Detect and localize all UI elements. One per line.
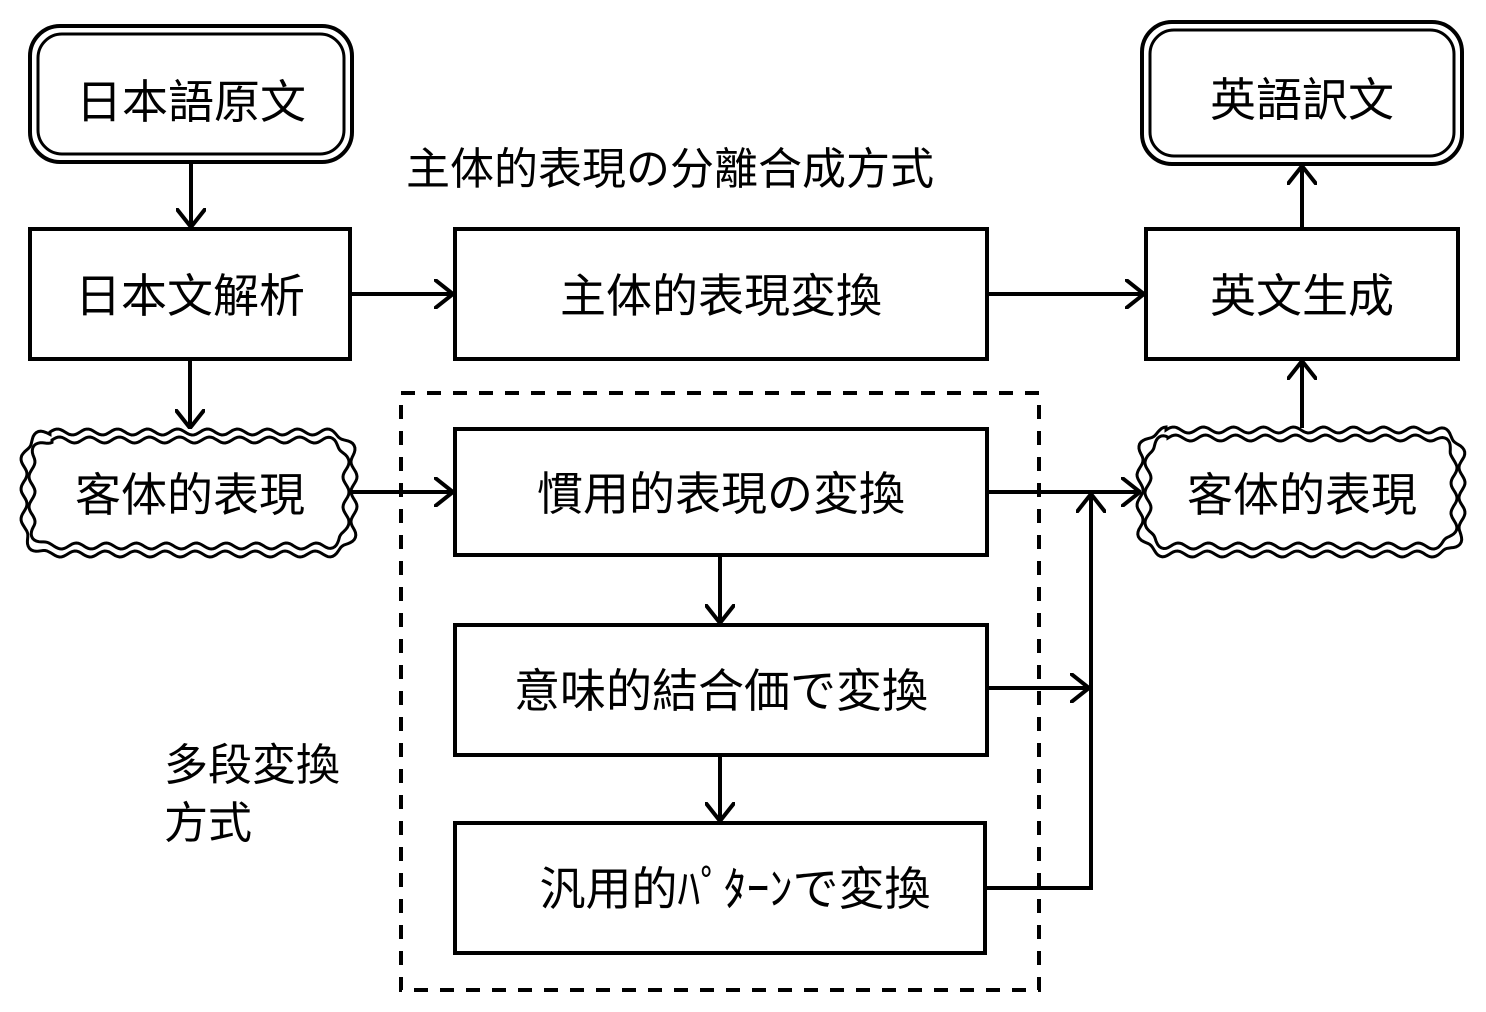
node-semantic-conversion: 意味的結合価で変換 — [453, 623, 989, 757]
diagram-title: 主体的表現の分離合成方式 — [406, 144, 934, 195]
node-analysis: 日本文解析 — [28, 227, 352, 361]
node-semantic-conversion-label: 意味的結合価で変換 — [514, 664, 928, 718]
node-subjective-conversion: 主体的表現変換 — [453, 227, 989, 361]
node-pattern-conversion-label: 汎用的ﾊﾟﾀｰﾝで変換 — [540, 862, 931, 916]
multi-stage-group-box — [399, 391, 1041, 992]
node-target: 英語訳文 — [1140, 20, 1464, 166]
node-idiom-conversion-label: 慣用的表現の変換 — [537, 467, 905, 521]
group-label-line2: 方式 — [164, 798, 252, 849]
node-source: 日本語原文 — [28, 24, 354, 164]
node-generation: 英文生成 — [1144, 227, 1460, 361]
node-objective-in: 客体的表現 — [19, 427, 359, 559]
node-analysis-label: 日本文解析 — [75, 269, 305, 323]
edge-pattern-to-merge — [985, 494, 1091, 890]
node-objective-out: 客体的表現 — [1135, 425, 1467, 559]
node-pattern-conversion: 汎用的ﾊﾟﾀｰﾝで変換 — [453, 821, 987, 955]
node-idiom-conversion: 慣用的表現の変換 — [453, 427, 989, 557]
node-subjective-conversion-label: 主体的表現変換 — [560, 269, 882, 323]
node-source-label: 日本語原文 — [76, 75, 306, 129]
node-objective-in-label: 客体的表現 — [75, 468, 305, 522]
node-objective-out-label: 客体的表現 — [1187, 468, 1417, 522]
node-generation-label: 英文生成 — [1210, 269, 1394, 323]
group-label-line1: 多段変換 — [164, 740, 340, 791]
node-target-label: 英語訳文 — [1210, 73, 1394, 127]
